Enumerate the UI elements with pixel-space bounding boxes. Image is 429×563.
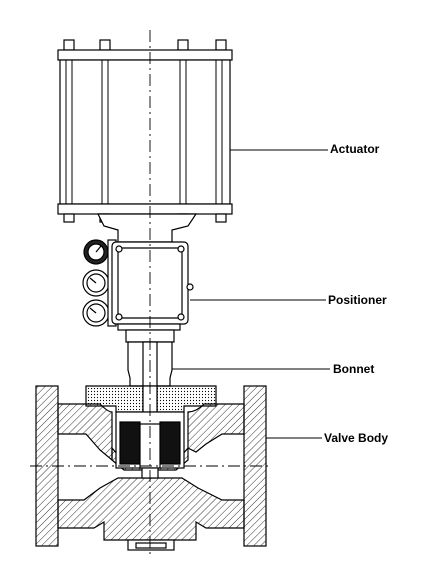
actuator-cylinder [59,59,231,205]
positioner-gauge-top [83,239,109,265]
positioner-side-fitting [186,283,194,291]
label-bonnet: Bonnet [333,362,375,376]
center-lines [30,30,270,556]
positioner-screws [115,245,185,321]
packing-left [119,421,141,465]
positioner-gauge-middle [82,269,110,297]
valve-body-upper-wall-right [187,403,245,453]
actuator-top-nuts [63,39,227,51]
label-positioner: Positioner [328,293,387,307]
positioner-bracket [117,323,181,331]
packing-right [159,421,181,465]
leader-lines [172,149,330,439]
positioner [82,239,194,343]
actuator [57,39,233,243]
actuator-yoke [97,213,198,243]
actuator-top-flange [57,49,233,61]
actuator-bottom-flange [57,203,233,215]
valve-body-lower-wall [57,477,245,541]
label-valve-body: Valve Body [324,431,389,445]
label-actuator: Actuator [330,142,380,156]
actuator-tie-rods [65,60,223,204]
positioner-gauge-bottom [82,299,110,327]
valve-body-upper-wall [57,403,113,462]
